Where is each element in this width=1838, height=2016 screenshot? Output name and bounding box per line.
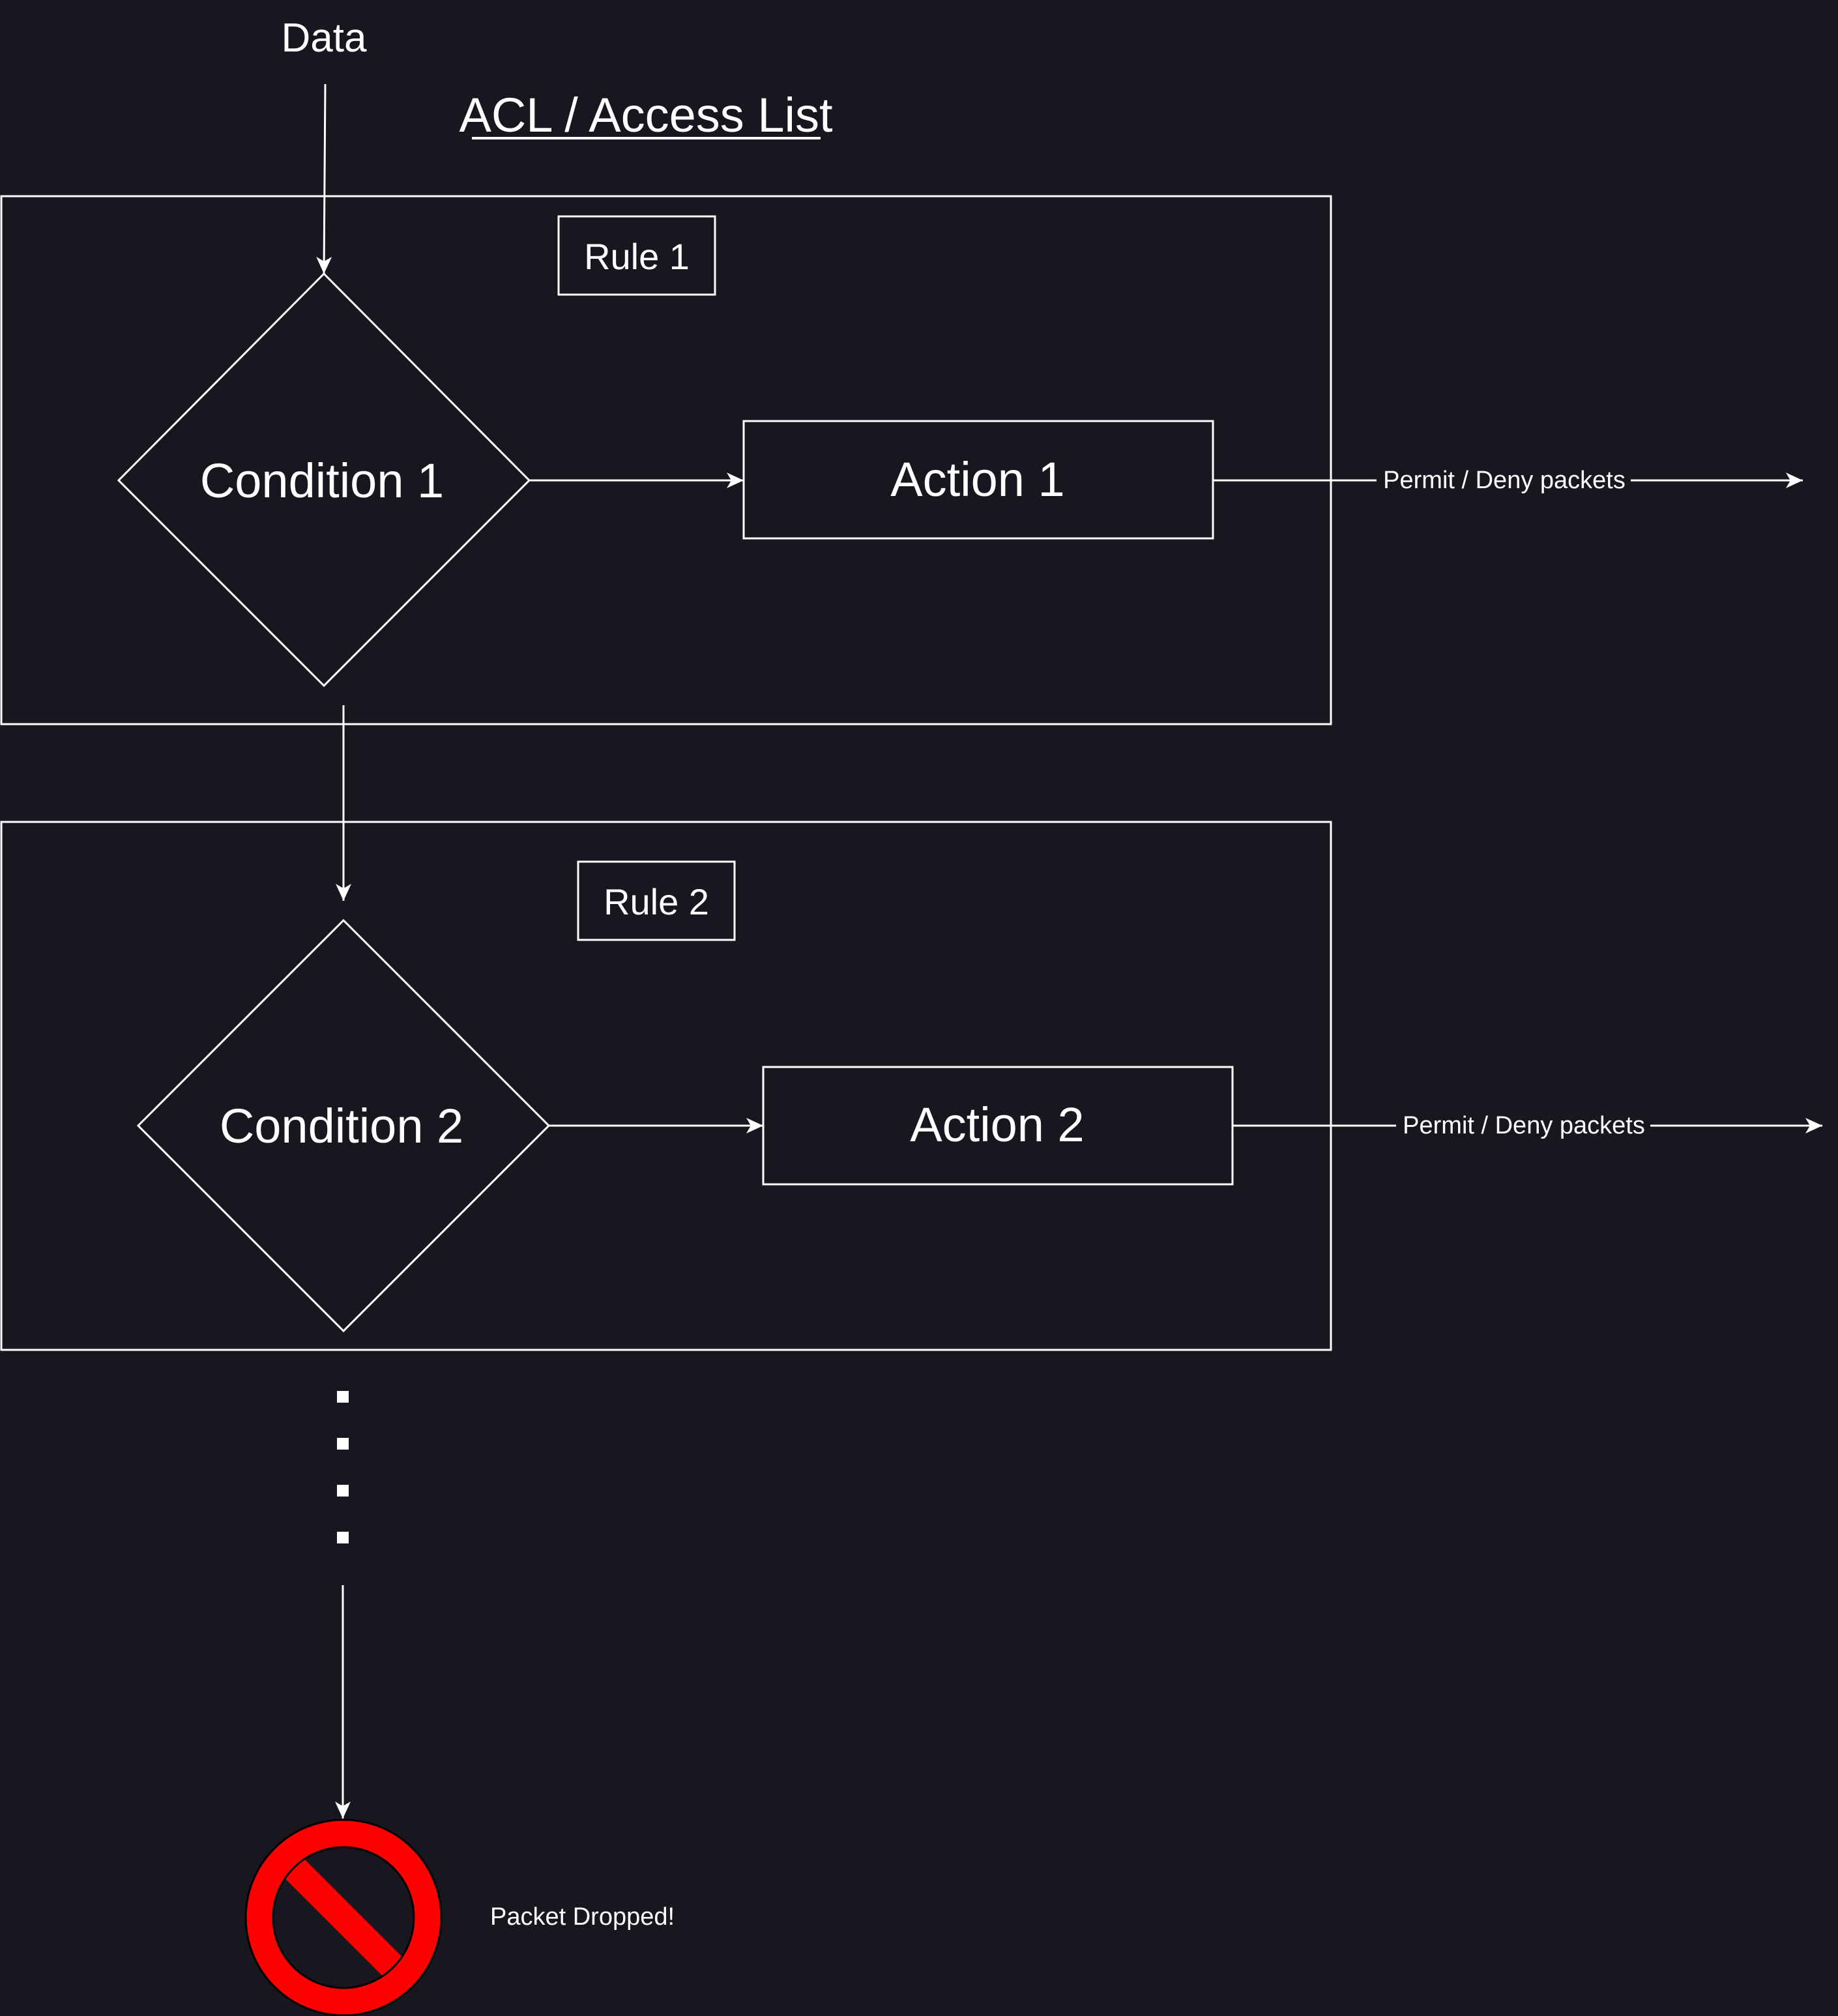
condition-1-label: Condition 1 — [200, 454, 444, 508]
arrow-data-to-condition-1 — [316, 83, 332, 274]
rule-2-label: Rule 2 — [604, 881, 709, 922]
condition-2-diamond — [136, 918, 551, 1333]
rule-1-container — [0, 195, 1332, 725]
rule-2-container — [0, 821, 1332, 1351]
output-1-label: Permit / Deny packets — [1383, 467, 1626, 494]
rule-2-label-box — [577, 860, 736, 941]
continuation-dots — [337, 1391, 349, 1543]
action-1-label: Action 1 — [890, 452, 1064, 506]
condition-2-label: Condition 2 — [220, 1099, 463, 1153]
data-input-label: Data — [282, 16, 367, 61]
output-2-label-bg — [1396, 1108, 1650, 1143]
output-2-label: Permit / Deny packets — [1403, 1112, 1645, 1139]
rule-1-label: Rule 1 — [584, 236, 690, 277]
action-2-label: Action 2 — [910, 1098, 1084, 1152]
diagram-title: ACL / Access List — [459, 88, 832, 142]
condition-1-diamond — [117, 272, 531, 688]
prohibited-icon — [244, 1819, 443, 2016]
rule-1-label-box — [557, 215, 716, 296]
packet-dropped-label: Packet Dropped! — [490, 1903, 675, 1931]
output-1-label-bg — [1377, 463, 1631, 498]
